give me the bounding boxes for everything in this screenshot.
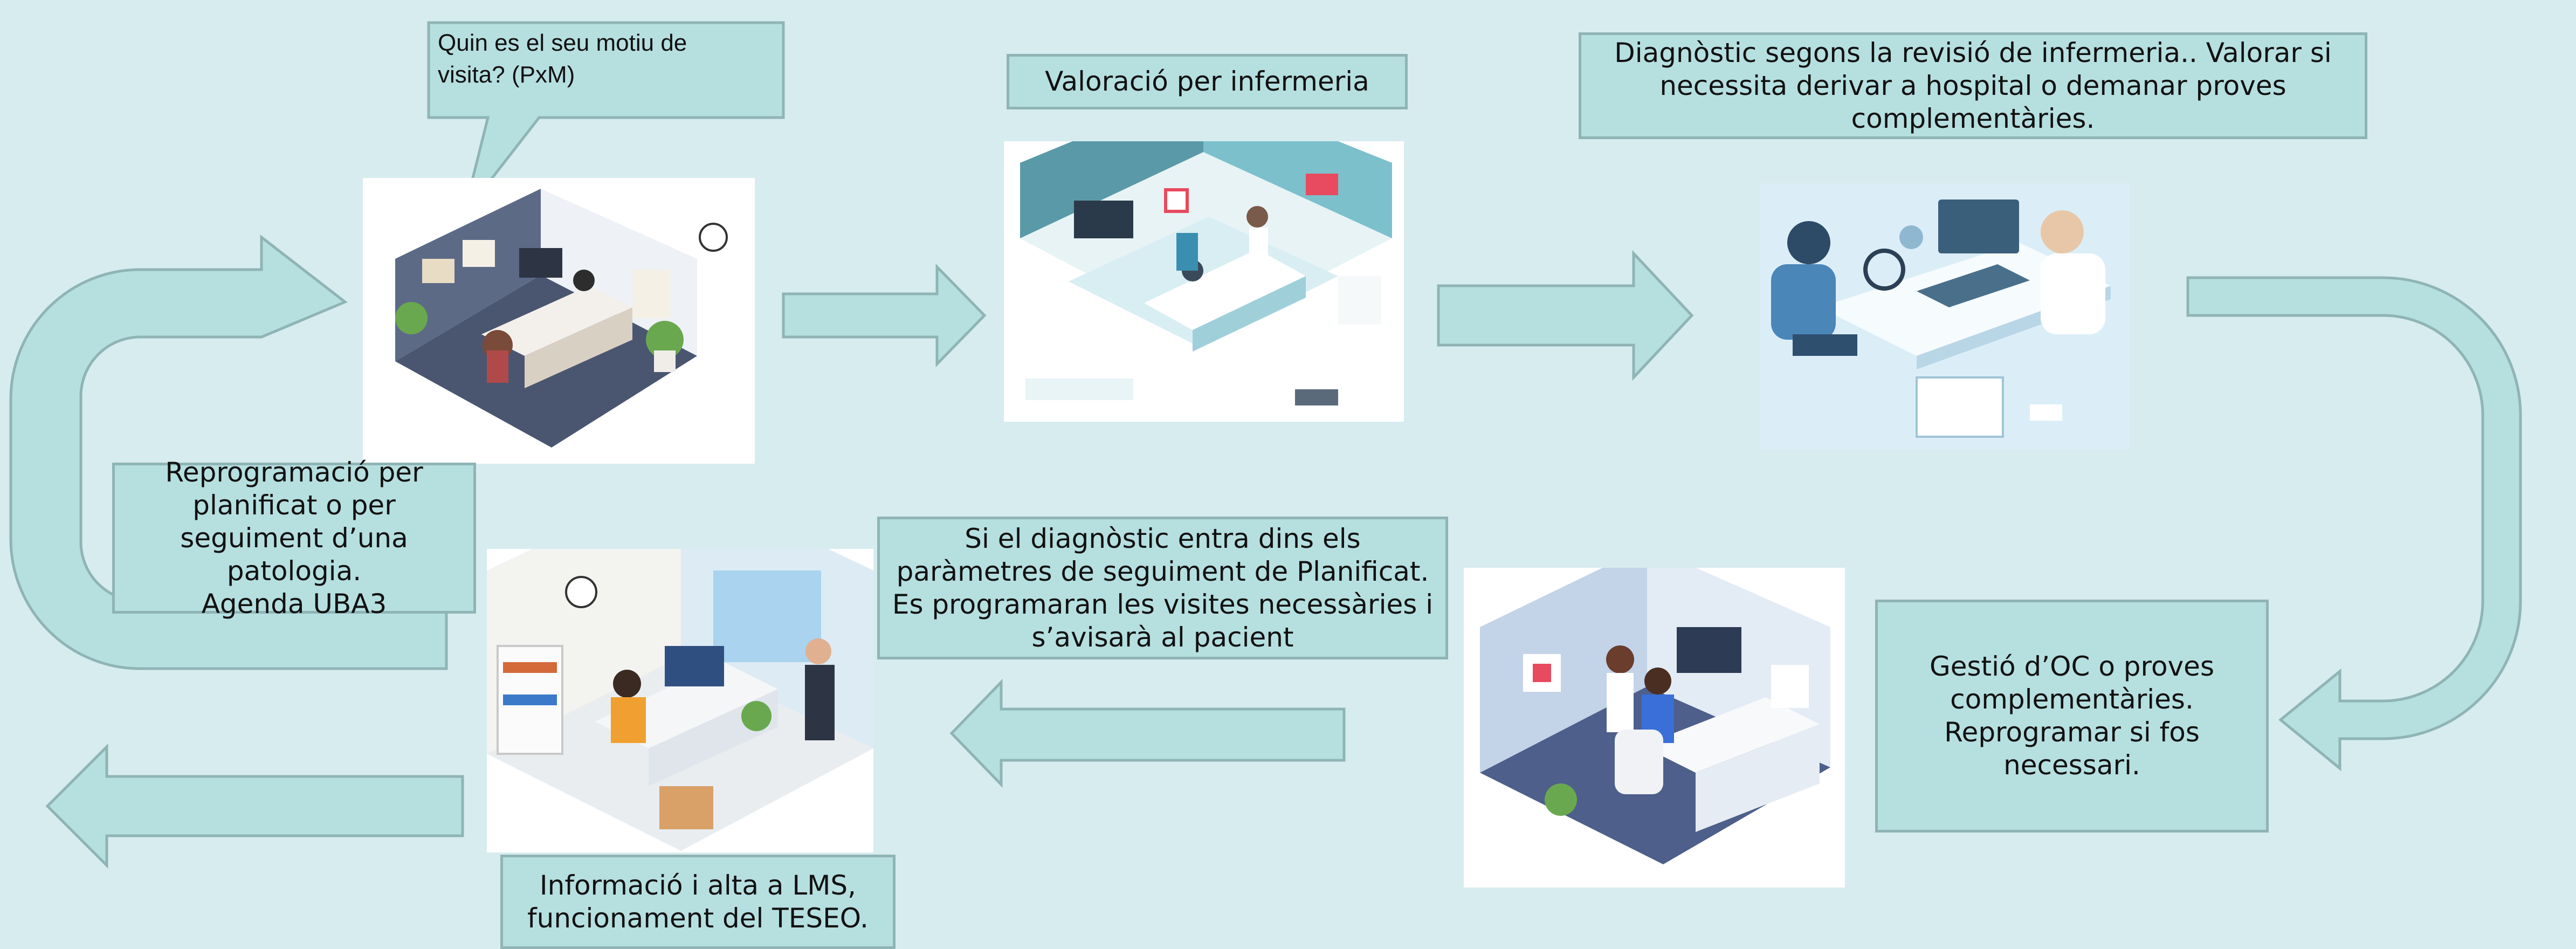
- arrow-right-1: [782, 263, 987, 368]
- arrow-u-turn-right-shape: [2186, 276, 2522, 772]
- arrow-left-bottom: [45, 743, 464, 869]
- step-diagnostic-label: Diagnòstic segons la revisió de infermer…: [1579, 32, 2367, 139]
- step-gestio-label: Gestió d’OC o proves complementàries. Re…: [1875, 600, 2269, 833]
- speech-bubble-callout: [427, 21, 785, 216]
- step-informacio-label: Informació i alta a LMS, funcionament de…: [500, 855, 896, 949]
- arrow-left-middle: [949, 678, 1346, 788]
- reception-office-illustration: [363, 178, 755, 464]
- diagnosis-consult-illustration: [1760, 183, 2130, 449]
- callout-text: Quin es el seu motiu de visita? (PxM): [438, 30, 687, 88]
- arrow-right-2: [1437, 250, 1694, 381]
- nursing-room-illustration: [1004, 141, 1404, 422]
- step-valoracio-label: Valoració per infermeria: [1007, 54, 1408, 109]
- scheduling-office-illustration: [487, 549, 873, 852]
- step-seguiment-label: Si el diagnòstic entra dins els paràmetr…: [877, 517, 1448, 659]
- step-reprogramacio-label: Reprogramació per planificat o per segui…: [112, 457, 476, 620]
- arrow-u-turn-left: [9, 234, 448, 670]
- computer-workstation-illustration: [1464, 568, 1845, 888]
